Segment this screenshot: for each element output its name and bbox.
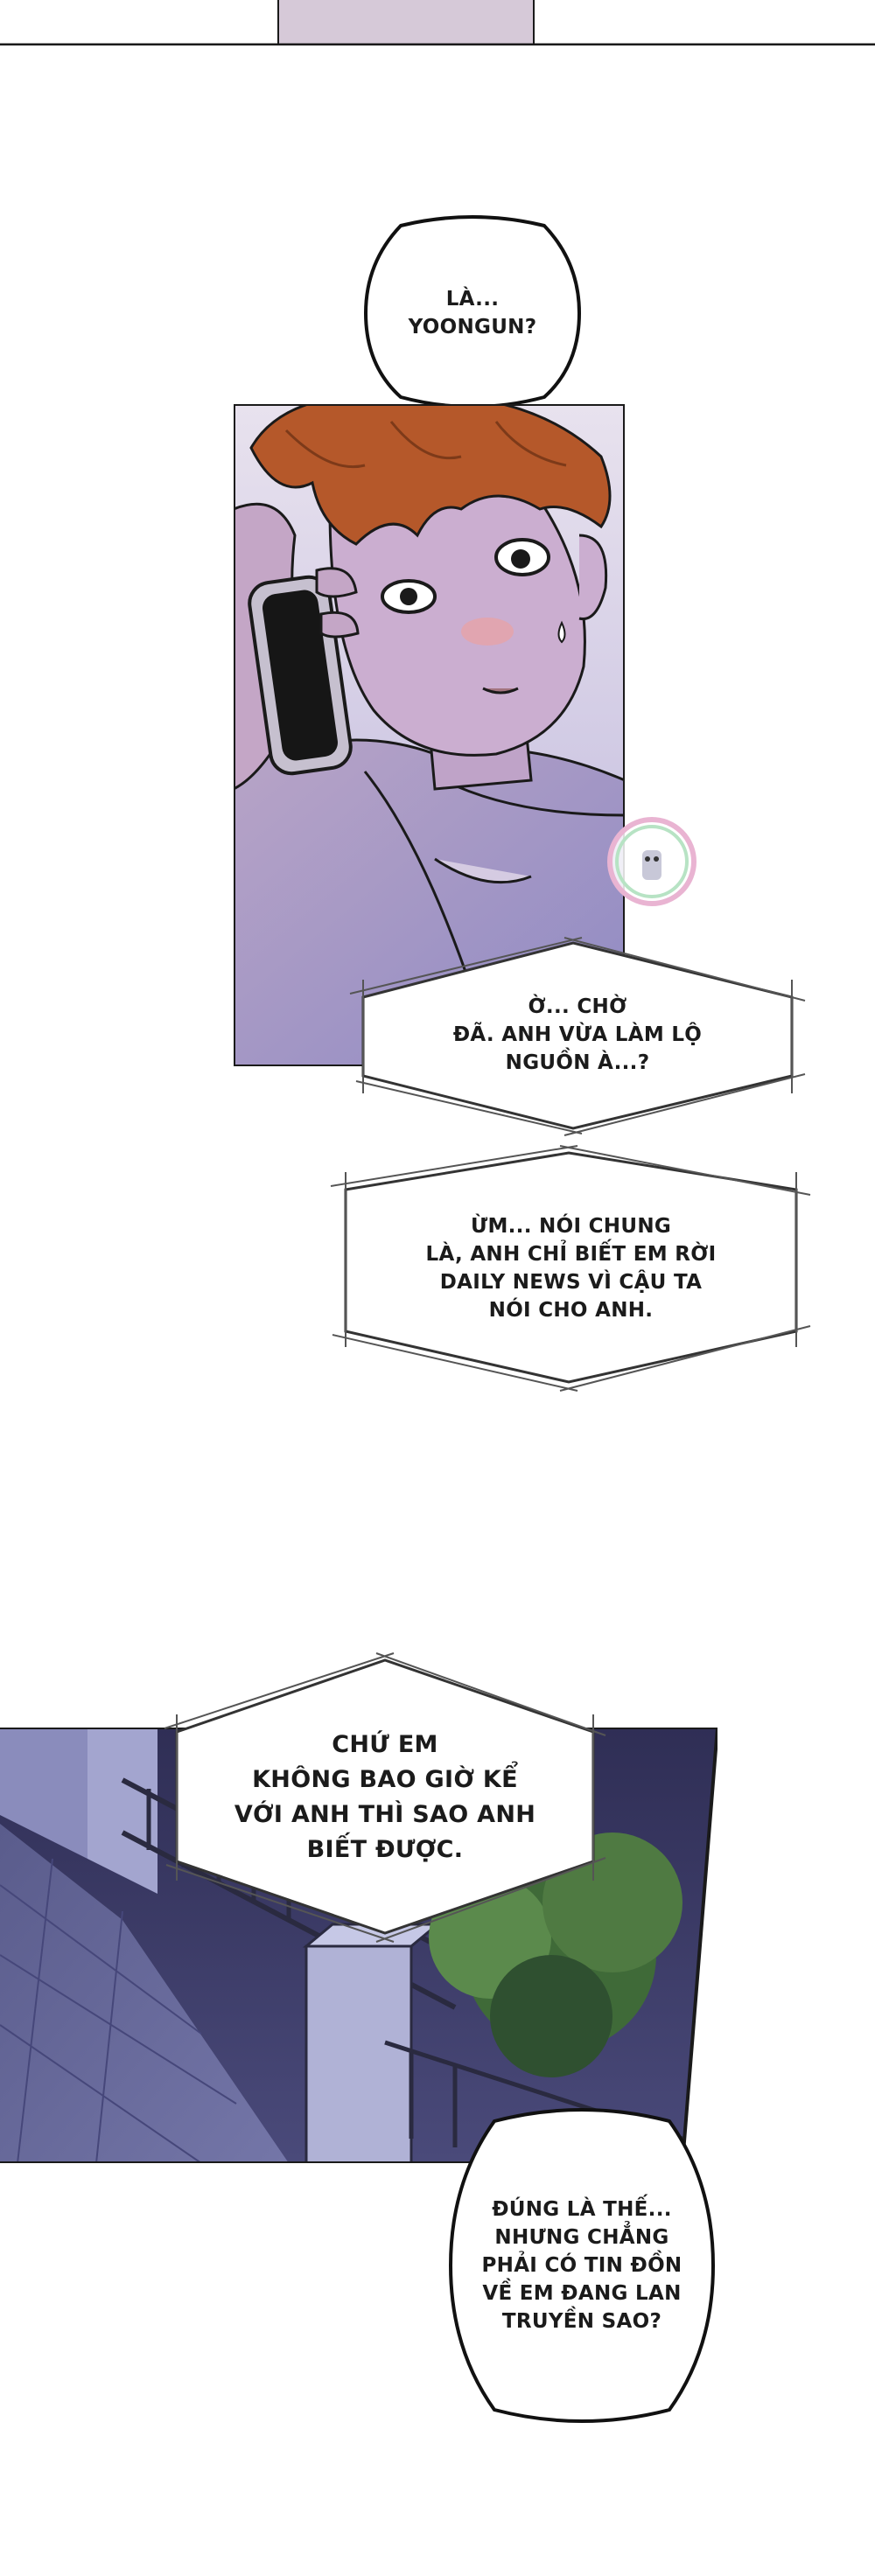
bubble-shape [164,1652,606,1943]
night-street-panel [0,1728,718,2163]
bubble-shape [448,2108,716,2423]
bubble-5-text: ĐÚNG LÀ THẾ... NHƯNG CHẲNG PHẢI CÓ TIN Đ… [481,2198,682,2333]
speech-bubble-2: Ờ... CHỜ ĐÃ. ANH VỪA LÀM LỘ NGUỒN À...? [346,927,809,1141]
speech-bubble-3: ỪM... NÓI CHUNG LÀ, ANH CHỈ BIẾT EM RỜI … [324,1137,818,1400]
speech-bubble-1: LÀ... YOONGUN? [359,210,586,415]
watermark-logo [604,813,700,910]
bubble-2-text: Ờ... CHỜ ĐÃ. ANH VỪA LÀM LỘ NGUỒN À...? [452,995,703,1074]
speech-bubble-5: ĐÚNG LÀ THẾ... NHƯNG CHẲNG PHẢI CÓ TIN Đ… [442,2095,722,2436]
bubble-shape [330,1145,811,1392]
bubble-1-text: LÀ... YOONGUN? [408,287,537,339]
bubble-4-text: CHỨ EM KHÔNG BAO GIỜ KỂ VỚI ANH THÌ SAO … [234,1731,536,1863]
top-panel-fragment [0,0,875,45]
bubble-shape [363,215,582,408]
speech-bubble-4: CHỨ EM KHÔNG BAO GIỜ KỂ VỚI ANH THÌ SAO … [158,1644,612,1951]
bubble-shape [349,937,806,1136]
bubble-3-text: ỪM... NÓI CHUNG LÀ, ANH CHỈ BIẾT EM RỜI … [425,1215,717,1322]
